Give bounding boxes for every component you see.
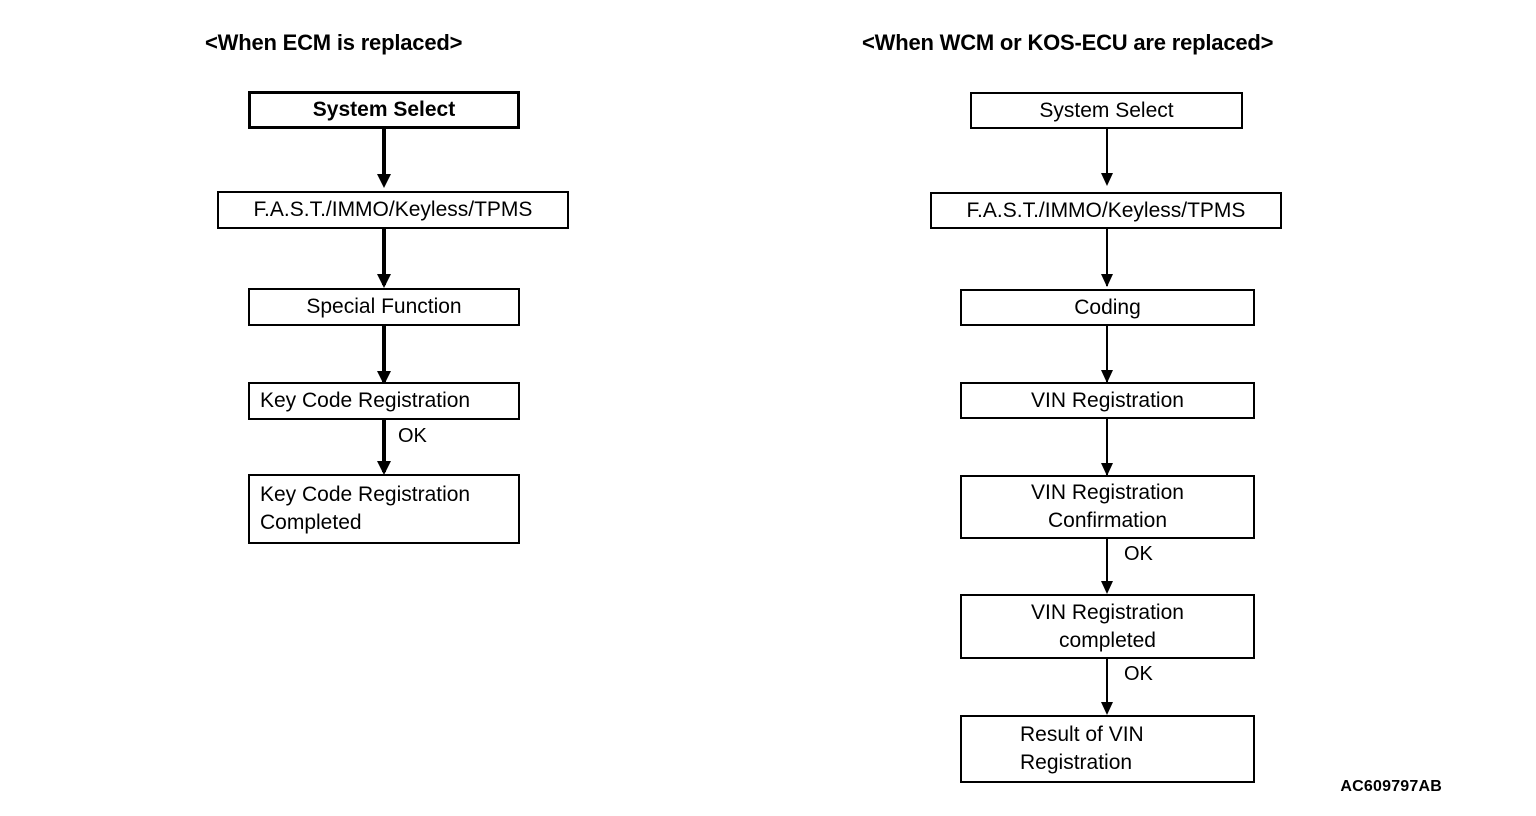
node-line: Completed xyxy=(260,511,362,534)
arrowhead-icon xyxy=(1101,581,1113,594)
node-vin-registration-completed: VIN Registration completed xyxy=(960,594,1255,659)
connector-system-select-to-fast-ecm xyxy=(382,129,386,180)
arrowhead-icon xyxy=(1101,173,1113,186)
node-line: System Select xyxy=(1039,98,1174,122)
edge-label-ok-confirmation: OK xyxy=(1124,543,1153,565)
node-key-code-registration: Key Code Registration xyxy=(248,382,520,420)
node-line: completed xyxy=(1059,628,1156,652)
arrowhead-icon xyxy=(377,174,391,188)
node-line: Key Code Registration xyxy=(260,483,471,507)
node-fast-immo-keyless-tpms-wcm: F.A.S.T./IMMO/Keyless/TPMS xyxy=(930,192,1282,229)
connector-special-function-to-key-code-ecm xyxy=(382,326,386,382)
node-line: Result of VIN xyxy=(1020,723,1144,747)
connector-completed-to-result xyxy=(1106,659,1108,712)
arrowhead-icon xyxy=(377,371,391,385)
node-line: Key Code Registration xyxy=(260,389,471,413)
node-line: Registration xyxy=(1020,751,1133,774)
arrowhead-icon xyxy=(1101,274,1113,287)
connector-fast-to-coding xyxy=(1106,229,1108,286)
column-title-wcm-kosecu: <When WCM or KOS-ECU are replaced> xyxy=(862,30,1274,55)
arrowhead-icon xyxy=(1101,463,1113,476)
node-key-code-registration-completed: Key Code Registration Completed xyxy=(248,474,520,544)
node-line: F.A.S.T./IMMO/Keyless/TPMS xyxy=(253,198,533,222)
connector-key-code-to-completed-ecm xyxy=(382,420,386,472)
arrowhead-icon xyxy=(377,274,391,288)
edge-label-ok-completed: OK xyxy=(1124,663,1153,685)
connector-system-select-to-fast-wcm xyxy=(1106,129,1108,181)
connector-fast-to-special-function-ecm xyxy=(382,229,386,285)
arrowhead-icon xyxy=(1101,702,1113,715)
node-line: VIN Registration xyxy=(1031,388,1184,412)
node-line: VIN Registration xyxy=(1031,481,1184,505)
figure-code: AC609797AB xyxy=(1340,778,1442,795)
node-vin-registration-confirmation: VIN Registration Confirmation xyxy=(960,475,1255,539)
edge-label-ok-ecm: OK xyxy=(398,425,427,447)
node-line: Special Function xyxy=(306,295,462,319)
node-special-function: Special Function xyxy=(248,288,520,326)
node-line: System Select xyxy=(312,98,456,122)
node-result-of-vin-registration: Result of VIN Registration xyxy=(960,715,1255,783)
connector-confirmation-to-completed xyxy=(1106,539,1108,592)
arrowhead-icon xyxy=(377,461,391,475)
node-line: VIN Registration xyxy=(1031,600,1184,624)
node-line: Confirmation xyxy=(1047,509,1168,532)
node-line: F.A.S.T./IMMO/Keyless/TPMS xyxy=(966,198,1246,222)
node-coding: Coding xyxy=(960,289,1255,326)
column-title-ecm: <When ECM is replaced> xyxy=(205,30,463,55)
node-fast-immo-keyless-tpms-ecm: F.A.S.T./IMMO/Keyless/TPMS xyxy=(217,191,569,229)
node-system-select-wcm: System Select xyxy=(970,92,1243,129)
node-system-select-ecm: System Select xyxy=(248,91,520,129)
node-line: Coding xyxy=(1074,295,1141,319)
arrowhead-icon xyxy=(1101,370,1113,383)
node-vin-registration: VIN Registration xyxy=(960,382,1255,419)
connector-vin-registration-to-confirmation xyxy=(1106,419,1108,475)
connector-coding-to-vin-registration xyxy=(1106,326,1108,382)
